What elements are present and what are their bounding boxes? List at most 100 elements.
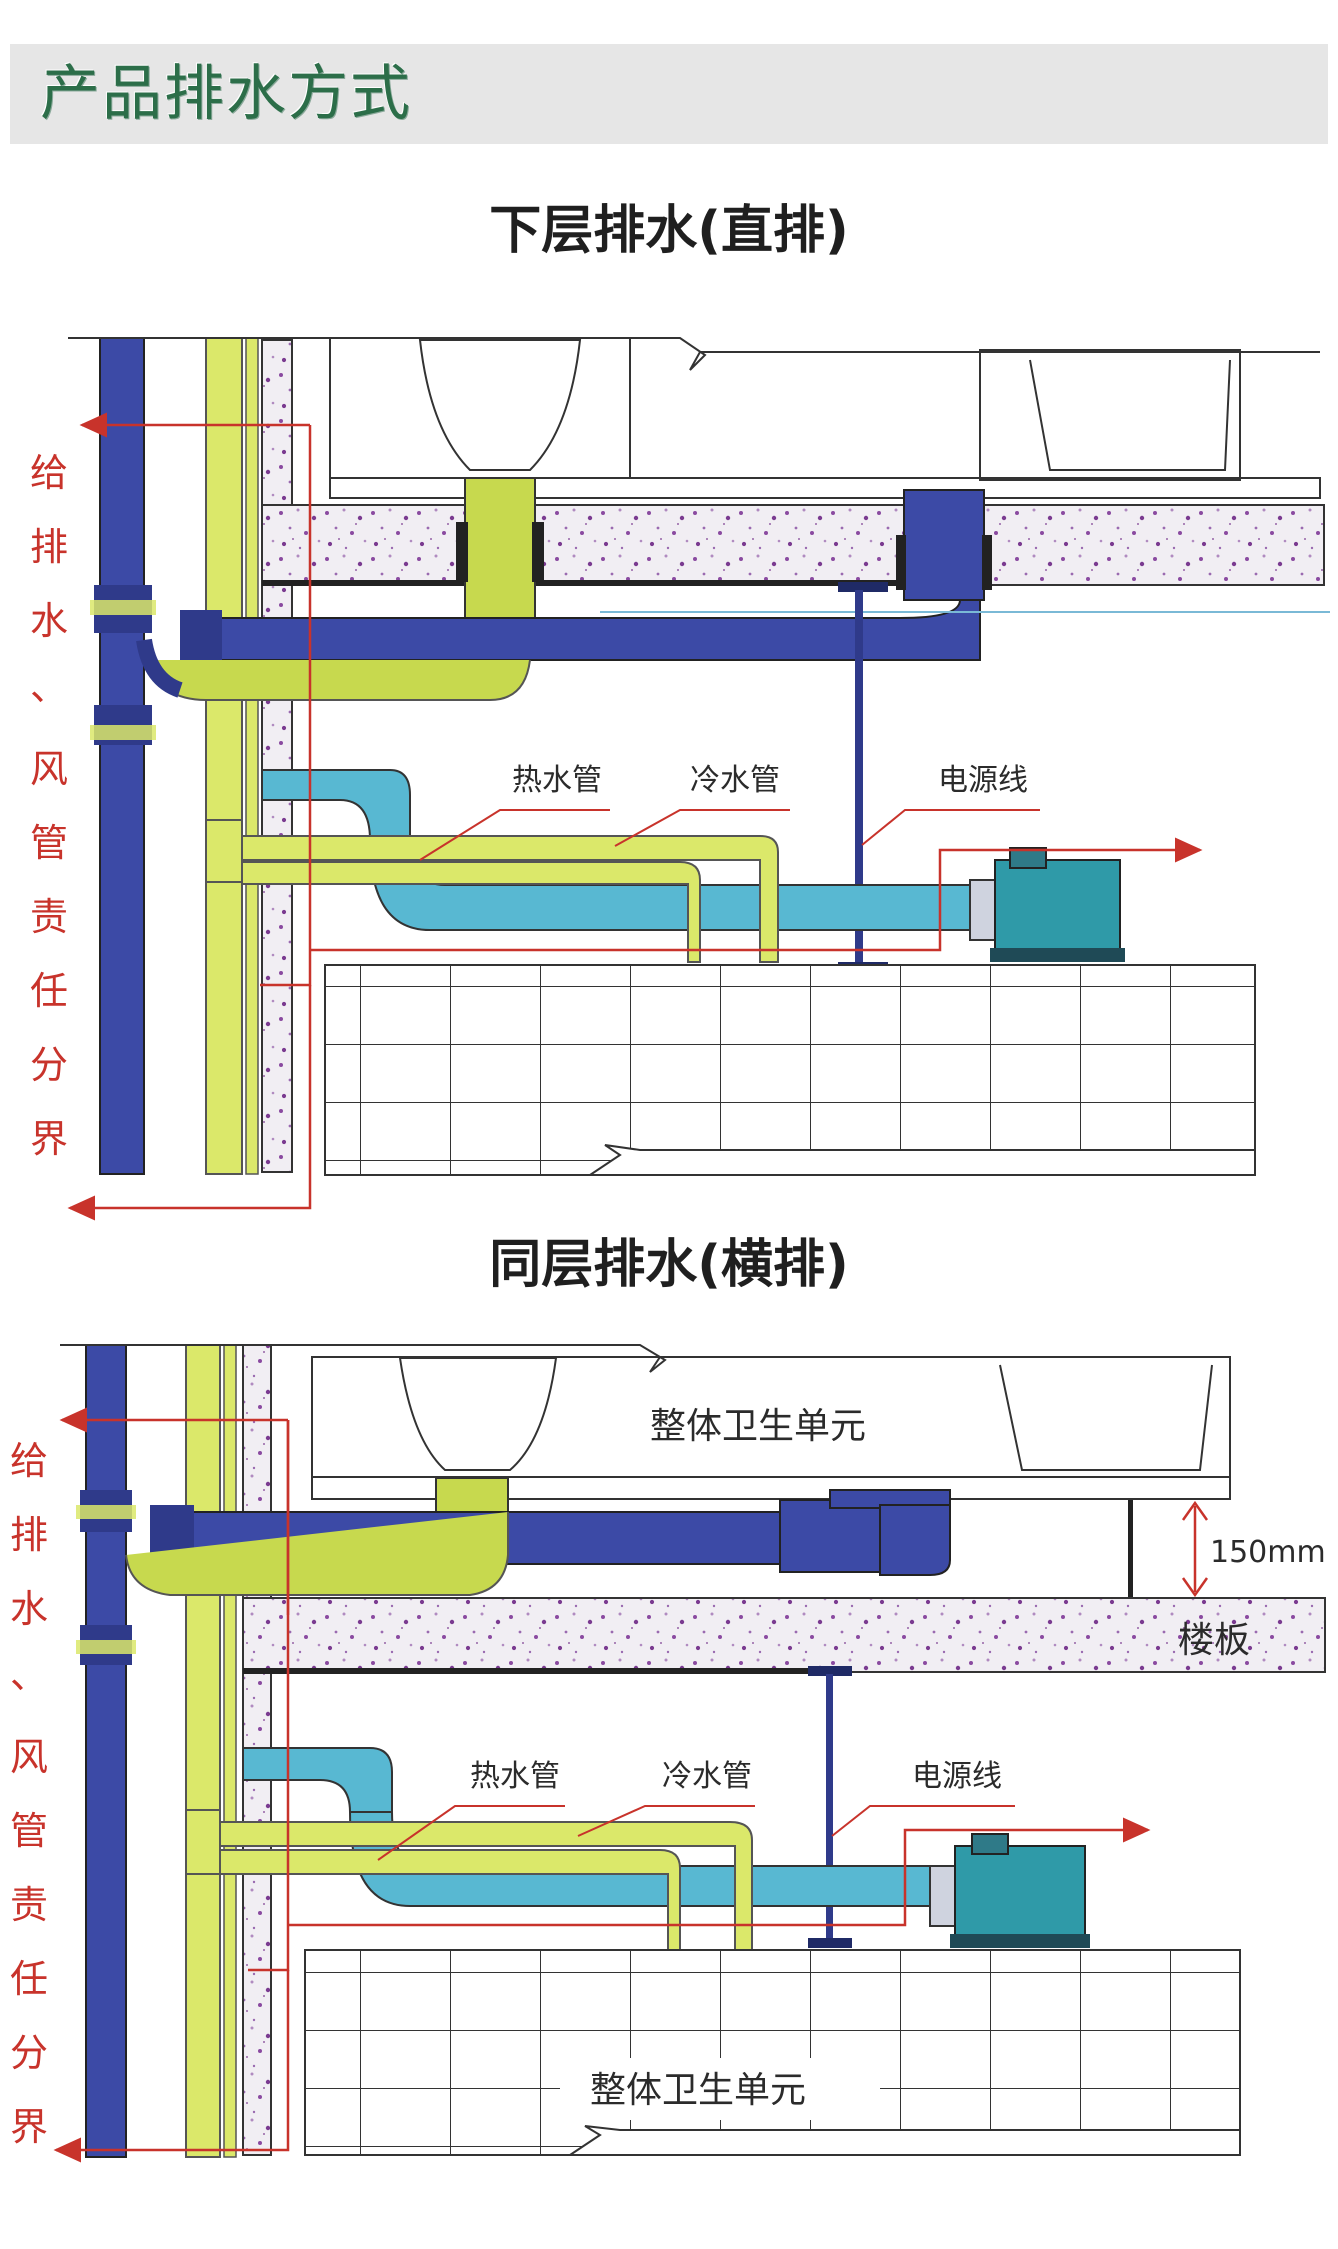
support-plate xyxy=(838,582,888,592)
toilet-drain-pipe xyxy=(435,1477,509,1513)
label-cold-pipe: 冷水管 xyxy=(662,1759,752,1794)
label-hot-pipe: 热水管 xyxy=(470,1759,560,1794)
boundary-line-bottom xyxy=(67,985,312,1221)
section-same-floor-drainage: 同层排水(横排) 整体卫生单元 150mm xyxy=(10,1235,1326,2163)
side-char: 责 xyxy=(10,1883,48,1927)
tub-drain xyxy=(903,489,985,601)
yellow-bend xyxy=(125,1512,509,1596)
riser-band xyxy=(90,600,156,615)
label-unit-bottom: 整体卫生单元 xyxy=(590,2070,806,2111)
drain-elbow-curve xyxy=(136,638,183,698)
horizontal-drain-pipe xyxy=(189,599,981,661)
seal xyxy=(982,535,992,590)
tile-label-bg xyxy=(560,2058,880,2120)
label-unit-top: 整体卫生单元 xyxy=(650,1406,866,1447)
side-char: 风 xyxy=(30,747,68,791)
toilet-bowl xyxy=(418,339,582,471)
support-rod xyxy=(826,1674,833,1944)
leader-cold xyxy=(577,1805,755,1837)
label-power-line: 电源线 xyxy=(938,763,1028,798)
section-2-title: 同层排水(横排) xyxy=(489,1235,849,1295)
side-char: 分 xyxy=(30,1043,68,1087)
tray-line xyxy=(329,477,1321,499)
bathtub xyxy=(999,1364,1213,1471)
tray-line xyxy=(311,1476,1231,1500)
cold-water-pipe xyxy=(219,1821,753,1963)
support-plate xyxy=(808,1938,852,1948)
pump-cap xyxy=(971,1833,1009,1855)
side-char: 、 xyxy=(10,1653,48,1697)
label-floor-slab: 楼板 xyxy=(1178,1620,1250,1661)
side-char: 界 xyxy=(30,1117,68,1161)
label-hot-pipe: 热水管 xyxy=(512,763,602,798)
boundary-line-pump xyxy=(310,837,1203,952)
yellow-riser-thin xyxy=(223,1344,237,2158)
slab-underline xyxy=(243,1668,843,1674)
side-text-1: 给 排 水 、 风 管 责 任 分 界 xyxy=(30,451,68,1161)
side-char: 任 xyxy=(30,969,68,1013)
side-char: 给 xyxy=(30,451,68,495)
yellow-tee xyxy=(205,819,243,883)
section-1-title: 下层排水(直排) xyxy=(489,201,849,261)
toilet-bowl xyxy=(398,1357,558,1471)
page-title: 产品排水方式 xyxy=(40,59,412,129)
side-char: 界 xyxy=(10,2105,48,2149)
boundary-line-bottom xyxy=(53,1970,290,2163)
drain-elbow xyxy=(180,610,222,668)
support-rod xyxy=(855,590,863,970)
side-char: 分 xyxy=(10,2031,48,2075)
pump-inlet xyxy=(969,879,996,941)
yellow-riser-thin xyxy=(245,337,259,1175)
side-char: 水 xyxy=(10,1587,48,1631)
yellow-bend xyxy=(143,659,531,701)
floor-slab xyxy=(242,1597,1326,1673)
leader-cold xyxy=(614,809,790,847)
label-cold-pipe: 冷水管 xyxy=(690,763,780,798)
wall-speckle xyxy=(261,339,293,1173)
support-plate xyxy=(808,1666,852,1676)
floor-slab xyxy=(261,504,1325,586)
hot-water-pipe xyxy=(241,861,701,963)
pump-body xyxy=(954,1845,1086,1947)
seal xyxy=(532,522,544,582)
dim-arrow-down xyxy=(1181,1577,1209,1598)
bathtub-enclosure xyxy=(979,349,1241,481)
leader-power xyxy=(831,1805,1015,1837)
side-char: 排 xyxy=(30,525,68,569)
side-char: 任 xyxy=(10,1957,48,2001)
side-char: 责 xyxy=(30,895,68,939)
riser-band xyxy=(76,1505,136,1519)
tub-drain-elbow xyxy=(779,1499,881,1573)
dim-arrow-up xyxy=(1181,1500,1209,1521)
leader-power xyxy=(861,809,1040,846)
pump-body xyxy=(994,859,1121,961)
side-char: 风 xyxy=(10,1735,48,1779)
drain-riser xyxy=(99,337,145,1175)
support-leg xyxy=(1128,1500,1133,1598)
seal xyxy=(456,522,468,582)
side-char: 管 xyxy=(30,821,68,865)
pump-base xyxy=(990,948,1125,962)
label-power-line: 电源线 xyxy=(912,1759,1002,1794)
header-bar: 产品排水方式 xyxy=(10,44,1328,144)
pump-inlet xyxy=(929,1865,956,1927)
seal xyxy=(896,535,906,590)
riser-band xyxy=(76,1640,136,1654)
tile-floor xyxy=(304,1949,1241,2156)
pump-cap xyxy=(1009,847,1047,869)
side-char: 、 xyxy=(30,665,68,709)
side-char: 管 xyxy=(10,1809,48,1853)
tile-floor xyxy=(324,964,1256,1176)
riser-band xyxy=(90,725,156,740)
floor-break xyxy=(586,1144,1256,1176)
side-char: 排 xyxy=(10,1513,48,1557)
yellow-riser xyxy=(205,337,243,1175)
leader-hot xyxy=(419,809,610,861)
yellow-tee xyxy=(185,1809,221,1875)
tub-drain-trap xyxy=(879,1504,951,1576)
pump-base xyxy=(950,1934,1090,1948)
yellow-riser xyxy=(185,1344,221,2158)
toilet-drain-pipe xyxy=(464,477,536,619)
side-char: 给 xyxy=(10,1439,48,1483)
hot-water-pipe xyxy=(219,1849,681,1963)
